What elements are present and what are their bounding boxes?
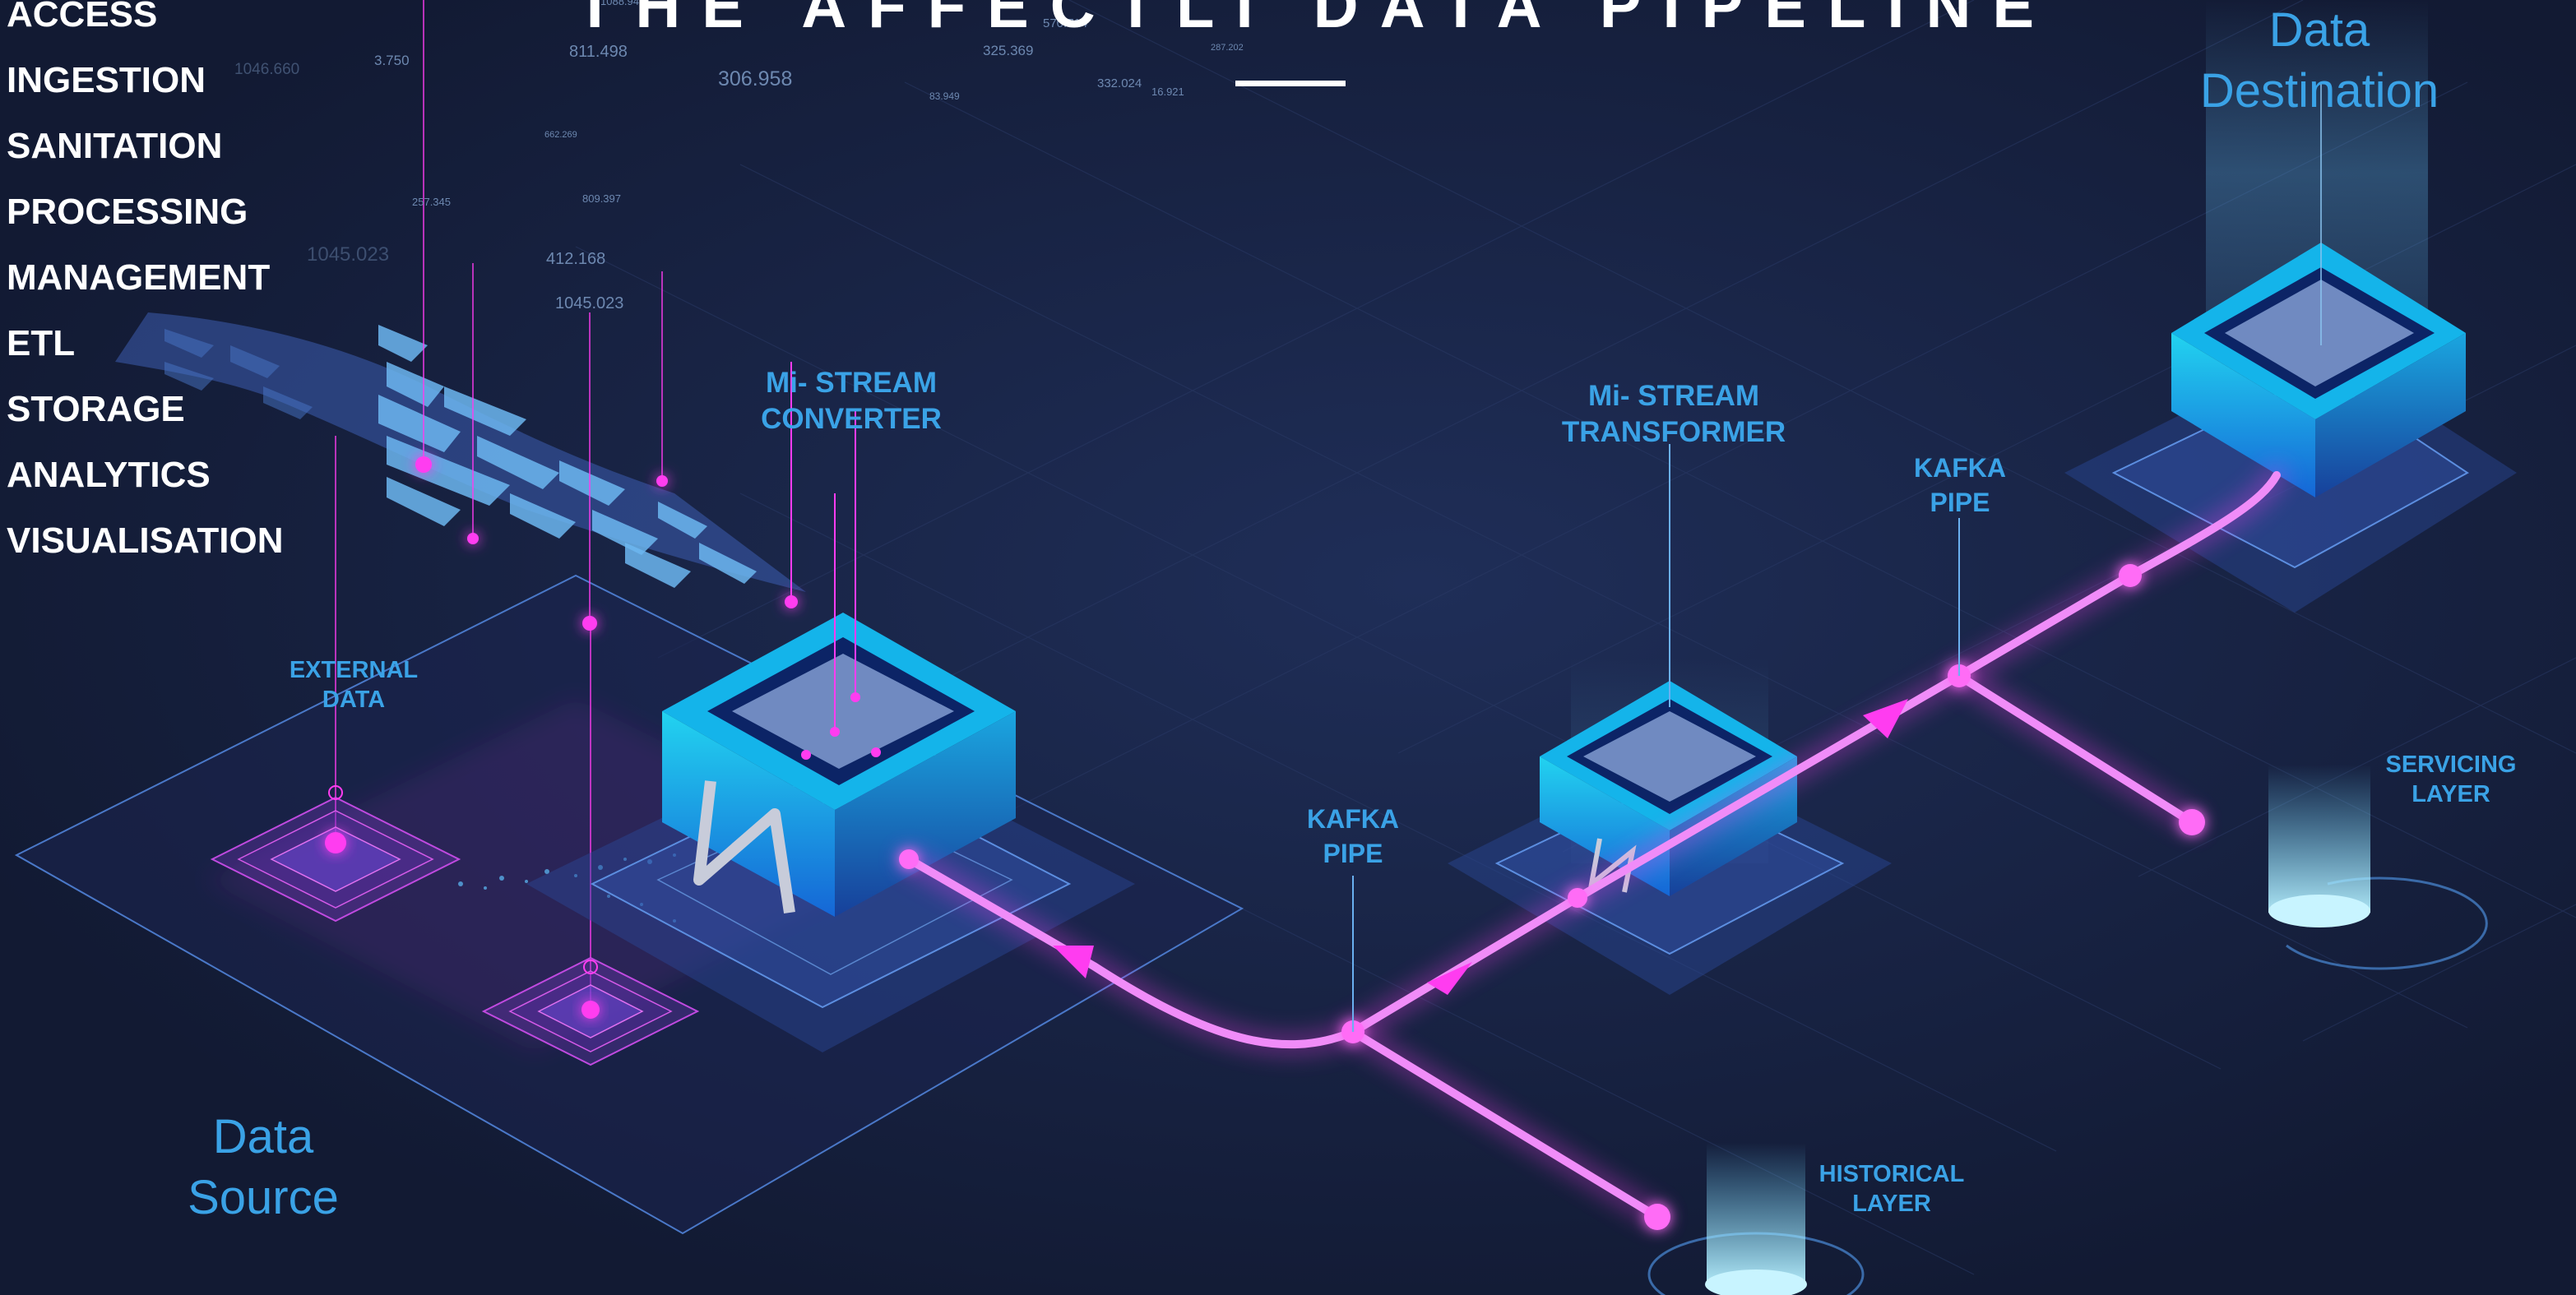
menu-item-storage[interactable]: STORAGE xyxy=(7,389,185,429)
label-line: LAYER xyxy=(1852,1191,1931,1217)
floor-grid xyxy=(575,0,2576,1275)
stat-number: 325.369 xyxy=(983,43,1034,58)
title-underline xyxy=(1235,81,1346,86)
label-line: Data xyxy=(2268,3,2370,57)
label-line: TRANSFORMER xyxy=(1561,416,1786,448)
menu-item-management[interactable]: MANAGEMENT xyxy=(7,257,271,298)
transformer-cube xyxy=(1448,658,1892,995)
stat-number: 306.958 xyxy=(718,67,793,90)
affectli-logo-icon xyxy=(693,780,795,914)
label-external-data: EXTERNAL DATA xyxy=(263,655,444,715)
label-line: PIPE xyxy=(1930,488,1990,517)
label-line: HISTORICAL xyxy=(1818,1161,1965,1187)
stat-number: 1045.023 xyxy=(555,294,624,312)
label-line: KAFKA xyxy=(1307,804,1399,834)
menu-item-sanitation[interactable]: SANITATION xyxy=(7,126,223,166)
menu-item-ingestion[interactable]: INGESTION xyxy=(7,60,206,100)
stat-number: 83.949 xyxy=(929,90,960,102)
stat-number: 287.202 xyxy=(1211,43,1244,53)
stat-number: 662.269 xyxy=(544,130,577,140)
label-data-source: Data Source xyxy=(156,1107,370,1228)
converter-cube xyxy=(526,362,1135,1052)
menu-item-visualisation[interactable]: VISUALISATION xyxy=(7,520,284,561)
external-data-chip xyxy=(210,785,461,923)
label-line: Destination xyxy=(2199,64,2439,118)
source-droplines xyxy=(335,0,663,1011)
stat-number: 332.024 xyxy=(1097,76,1142,90)
label-line: SERVICING xyxy=(2385,752,2517,778)
menu-item-etl[interactable]: ETL xyxy=(7,323,76,363)
label-line: Mi- STREAM xyxy=(765,367,938,399)
label-servicing-layer: SERVICING LAYER xyxy=(2361,750,2541,809)
label-line: LAYER xyxy=(2412,781,2490,807)
label-kafka-pipe-left: KAFKA PIPE xyxy=(1271,802,1435,871)
stat-number: 811.498 xyxy=(569,43,628,61)
source-chip-lower xyxy=(481,956,700,1066)
label-line: CONVERTER xyxy=(761,403,942,435)
label-line: DATA xyxy=(322,687,386,713)
label-line: Mi- STREAM xyxy=(1587,380,1760,412)
historical-layer-cylinder xyxy=(1647,1143,1865,1295)
stat-number: 412.168 xyxy=(546,250,606,268)
label-line: PIPE xyxy=(1323,839,1383,868)
stat-number: 1045.023 xyxy=(307,243,390,266)
pipeline-stage-menu: ACCESS INGESTION SANITATION PROCESSING M… xyxy=(7,0,284,574)
stat-number: 1088.943 xyxy=(600,0,646,7)
label-line: EXTERNAL xyxy=(289,657,419,683)
destination-cube xyxy=(2064,0,2517,613)
label-line: Source xyxy=(188,1171,339,1224)
data-stream-ribbon xyxy=(115,312,806,592)
menu-item-access[interactable]: ACCESS xyxy=(7,0,158,35)
stat-number: 3.750 xyxy=(374,53,410,68)
page-title: THE AFFECTLI DATA PIPELINE xyxy=(576,0,2056,41)
label-line: KAFKA xyxy=(1914,453,2006,483)
stat-number: 16.921 xyxy=(1151,86,1184,98)
label-converter: Mi- STREAM CONVERTER xyxy=(740,365,962,437)
stat-number: 257.345 xyxy=(412,196,451,208)
stat-number: 570.714 xyxy=(1043,16,1088,30)
label-data-destination: Data Destination xyxy=(2155,0,2484,122)
menu-item-processing[interactable]: PROCESSING xyxy=(7,192,248,232)
label-kafka-pipe-right: KAFKA PIPE xyxy=(1878,451,2042,520)
label-line: Data xyxy=(212,1110,314,1163)
servicing-layer-cylinder xyxy=(2268,765,2488,970)
stat-number: 1046.660 xyxy=(234,61,300,78)
label-historical-layer: HISTORICAL LAYER xyxy=(1801,1159,1982,1219)
flow-arrows xyxy=(1053,699,1908,995)
label-transformer: Mi- STREAM TRANSFORMER xyxy=(1546,378,1801,451)
menu-item-analytics[interactable]: ANALYTICS xyxy=(7,455,211,495)
stat-number: 809.397 xyxy=(582,192,621,205)
label-leaders xyxy=(1352,444,1960,1032)
